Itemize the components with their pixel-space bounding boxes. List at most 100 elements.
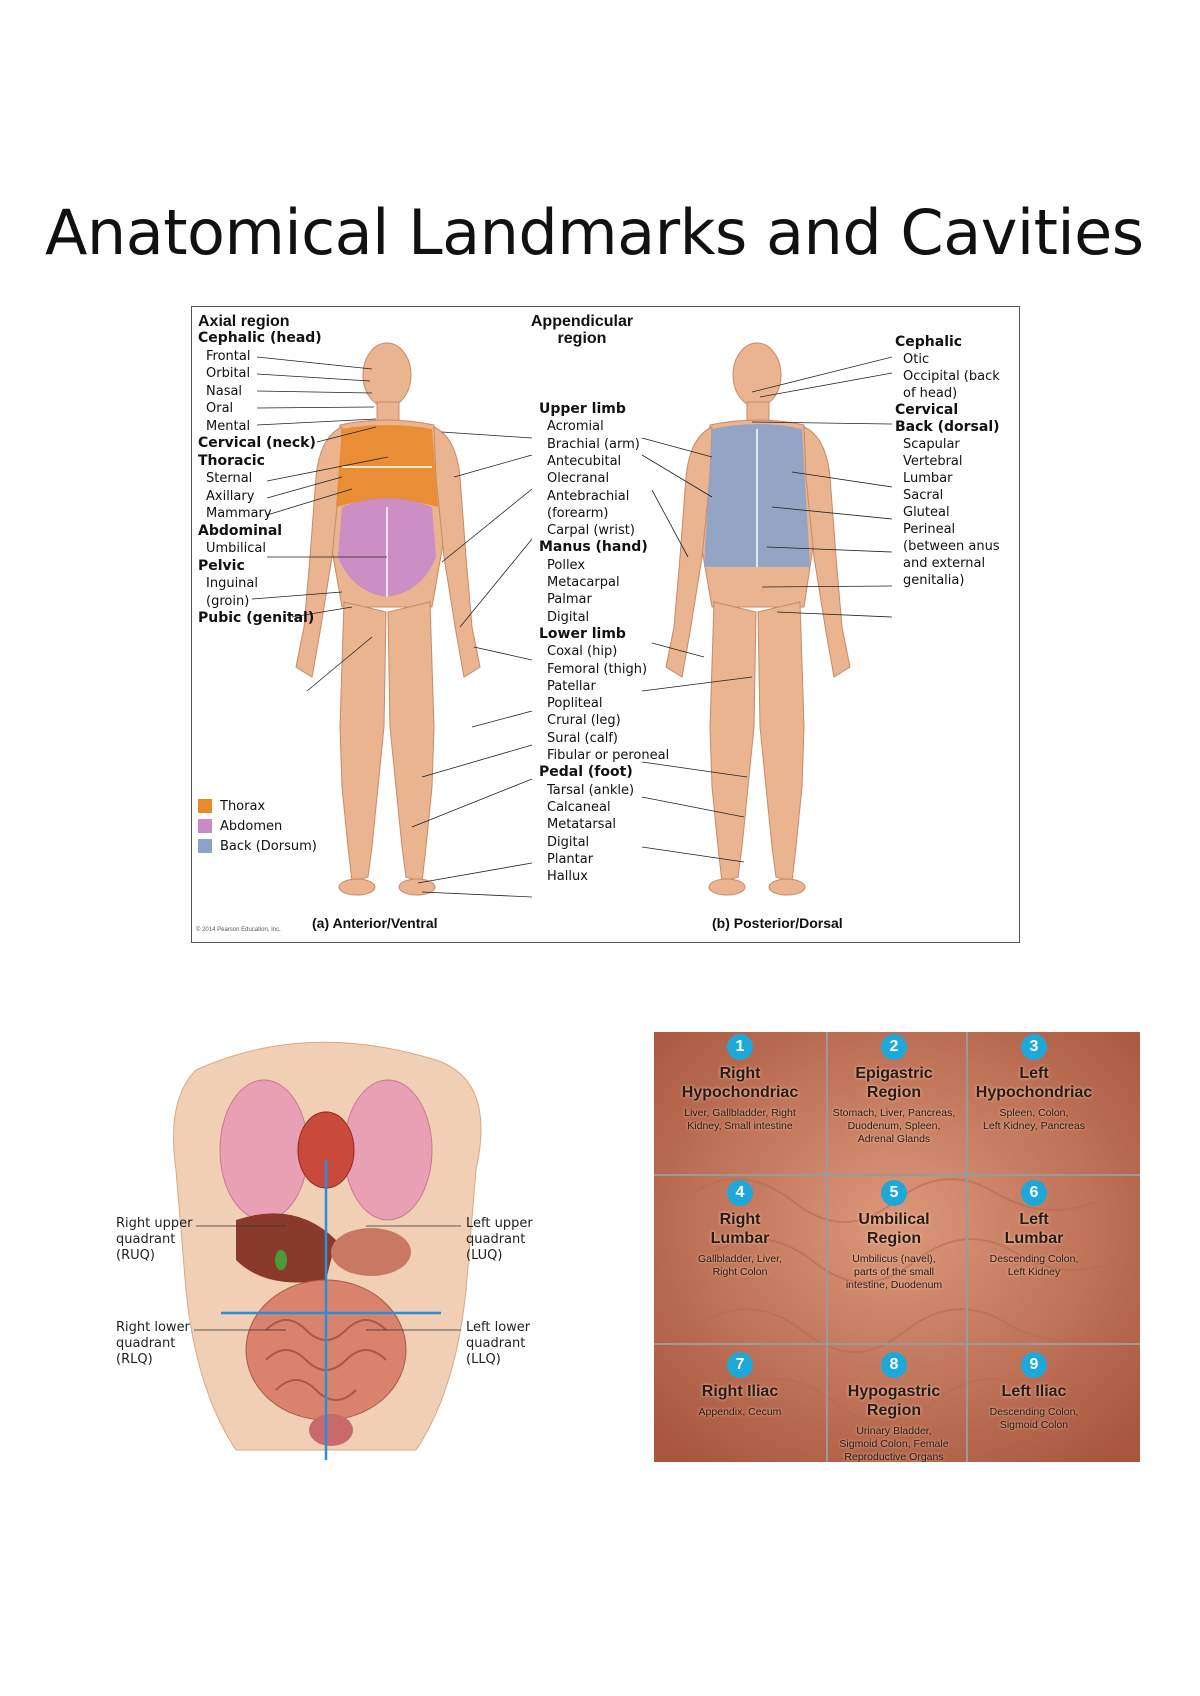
page-title: Anatomical Landmarks and Cavities	[45, 196, 1144, 269]
region-number-badge: 5	[881, 1180, 907, 1206]
legend-label: Thorax	[220, 799, 266, 814]
axial-region-label: Mental	[206, 418, 251, 434]
appendicular-region-label: Crural (leg)	[547, 713, 621, 729]
region-number-badge: 6	[1021, 1180, 1047, 1206]
posterior-region-label: Back (dorsal)	[895, 419, 1000, 435]
appendicular-region-label: (forearm)	[547, 505, 609, 521]
region-number-badge: 2	[881, 1034, 907, 1060]
posterior-region-label: Lumbar	[903, 471, 953, 486]
copyright-note: © 2014 Pearson Education, Inc.	[196, 927, 281, 933]
legend-label: Back (Dorsum)	[220, 839, 317, 854]
posterior-region-label: (between anus	[903, 539, 1000, 554]
quadrant-label-rlq: Right lower quadrant (RLQ)	[116, 1320, 190, 1367]
appendicular-region-label: Sural (calf)	[547, 730, 618, 746]
posterior-region-label: Sacral	[903, 488, 944, 503]
posterior-region-label: of head)	[903, 386, 958, 401]
region-number-badge: 8	[881, 1352, 907, 1378]
appendicular-region-label: Palmar	[547, 592, 592, 608]
axial-region-label: (groin)	[206, 593, 250, 609]
region-number-badge: 3	[1021, 1034, 1047, 1060]
region-number-badge: 9	[1021, 1352, 1047, 1378]
thorax-region	[336, 425, 438, 507]
appendicular-region-label: Coxal (hip)	[547, 644, 618, 660]
posterior-region-label: Perineal	[903, 522, 956, 537]
region-organs: Umbilicus (navel), parts of the small in…	[845, 1253, 943, 1291]
axial-region-label: Umbilical	[206, 541, 266, 556]
appendicular-region-label: Fibular or peroneal	[547, 748, 670, 763]
axial-region-label: Cephalic (head)	[198, 330, 322, 346]
posterior-caption: (b) Posterior/Dorsal	[712, 915, 843, 931]
appendicular-region-label: Carpal (wrist)	[547, 523, 635, 539]
appendicular-region-label: Olecranal	[547, 471, 610, 487]
region-name: Left Hypochondriac	[975, 1065, 1093, 1101]
appendicular-region-label: Pollex	[547, 557, 586, 573]
region-name: Left Iliac	[1001, 1383, 1067, 1400]
axial-region-label: Pubic (genital)	[198, 610, 315, 626]
appendicular-region-header: Appendicular region	[530, 313, 634, 347]
region-organs: Gallbladder, Liver, Right Colon	[697, 1253, 783, 1278]
appendicular-region-label: Antecubital	[547, 453, 622, 469]
torso-organs-illustration	[173, 1041, 482, 1460]
posterior-region-label: Scapular	[903, 437, 960, 452]
axial-region-label: Thoracic	[198, 452, 265, 469]
appendicular-region-label: Manus (hand)	[539, 539, 648, 556]
region-organs: Spleen, Colon, Left Kidney, Pancreas	[983, 1107, 1085, 1132]
quadrant-label-llq: Left lower quadrant (LLQ)	[466, 1320, 531, 1367]
anterior-caption: (a) Anterior/Ventral	[312, 915, 438, 931]
appendicular-region-label: Calcaneal	[547, 799, 611, 815]
axial-region-label: Orbital	[206, 366, 251, 381]
body-illustrations	[251, 342, 893, 898]
axial-region-label: Pelvic	[198, 557, 245, 574]
region-name: Right Iliac	[701, 1383, 779, 1400]
axial-region-label: Nasal	[206, 383, 243, 399]
axial-region-label: Mammary	[206, 506, 272, 521]
posterior-region-label: Otic	[903, 352, 930, 367]
region-name: Right Hypochondriac	[681, 1065, 799, 1101]
quadrant-label-ruq: Right upper quadrant (RUQ)	[116, 1216, 193, 1263]
axial-region-label: Oral	[206, 401, 234, 416]
legend-label: Abdomen	[220, 819, 283, 834]
posterior-region-label: genitalia)	[903, 573, 965, 588]
body-regions-figure: Axial region Appendicular region Cephali…	[191, 306, 1020, 943]
appendicular-region-label: Upper limb	[539, 401, 626, 417]
region-organs: Descending Colon, Sigmoid Colon	[989, 1406, 1079, 1431]
appendicular-region-label: Metatarsal	[547, 817, 617, 833]
region-organs: Liver, Gallbladder, Right Kidney, Small …	[684, 1107, 796, 1132]
axial-region-label: Sternal	[206, 471, 253, 486]
axial-region-header: Axial region	[198, 313, 290, 330]
appendicular-region-label: Pedal (foot)	[539, 764, 633, 781]
legend-swatch	[198, 819, 212, 833]
axial-region-label: Frontal	[206, 348, 251, 364]
posterior-region-label: Vertebral	[903, 454, 963, 469]
region-number-badge: 1	[727, 1034, 753, 1060]
posterior-region-label: Cephalic	[895, 334, 963, 350]
region-name: Left Lumbar	[1004, 1211, 1064, 1247]
posterior-region-label: Occipital (back	[903, 369, 1000, 384]
region-organs: Stomach, Liver, Pancreas, Duodenum, Sple…	[832, 1107, 956, 1145]
quadrant-label-luq: Left upper quadrant (LUQ)	[466, 1216, 533, 1263]
appendicular-region-label: Lower limb	[539, 625, 626, 642]
region-number-badge: 7	[727, 1352, 753, 1378]
appendicular-region-label: Brachial (arm)	[547, 436, 640, 452]
appendicular-region-label: Digital	[547, 834, 590, 850]
appendicular-region-label: Antebrachial	[547, 488, 630, 504]
region-name: Hypogastric Region	[847, 1383, 941, 1419]
region-name: Right Lumbar	[710, 1211, 770, 1247]
appendicular-region-label: Tarsal (ankle)	[547, 782, 635, 798]
appendicular-region-label: Acromial	[547, 419, 604, 435]
region-number-badge: 4	[727, 1180, 753, 1206]
posterior-region-label: and external	[903, 556, 986, 571]
legend-swatch	[198, 799, 212, 813]
posterior-region-label: Gluteal	[903, 505, 950, 520]
posterior-region-label: Cervical	[895, 402, 959, 418]
axial-region-label: Inguinal	[206, 576, 258, 591]
